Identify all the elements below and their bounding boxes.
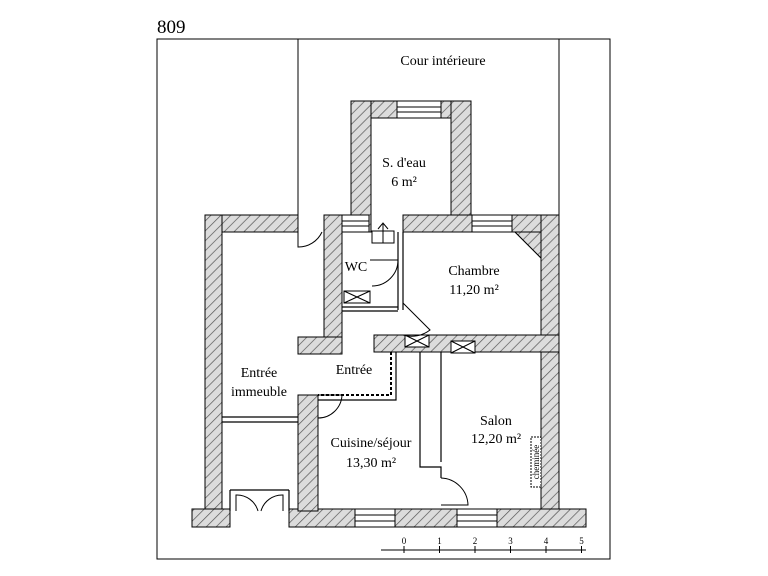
label-entree: Entrée xyxy=(336,363,373,378)
walls xyxy=(191,100,587,528)
scale-tick-label: 3 xyxy=(508,536,513,546)
label-chambre: Chambre xyxy=(448,264,499,279)
wall-bottom-mid xyxy=(288,508,356,528)
courtyard-outline xyxy=(297,39,560,215)
drawing-frame xyxy=(156,38,611,560)
scale-tick-label: 5 xyxy=(579,536,584,546)
window-cuisine xyxy=(354,508,396,528)
label-entree-immeuble-1: Entrée xyxy=(241,366,278,381)
door-main-right xyxy=(260,494,284,512)
area-salon: 12,20 m² xyxy=(471,432,521,447)
window-salon xyxy=(456,508,498,528)
wall-hall-step xyxy=(297,336,343,355)
wall-entry-column xyxy=(297,394,319,512)
wall-bottom-mid2 xyxy=(394,508,458,528)
door-hall xyxy=(317,394,343,419)
chambre-corner-wall xyxy=(513,231,542,260)
window-chambre xyxy=(471,214,513,233)
vent-salon xyxy=(450,340,476,354)
door-chambre xyxy=(402,302,431,337)
wall-sdeau-left xyxy=(350,100,372,233)
wall-sdeau-right xyxy=(450,100,472,233)
door-wc xyxy=(370,259,399,287)
label-cuisine: Cuisine/séjour xyxy=(331,436,412,451)
scale-tick-label: 2 xyxy=(473,536,478,546)
label-cour-interieure: Cour intérieure xyxy=(400,54,485,69)
doors xyxy=(235,215,469,512)
wall-bottom-right xyxy=(496,508,587,528)
vent-chambre xyxy=(404,334,430,348)
wall-left xyxy=(204,214,223,512)
label-salon: Salon xyxy=(480,414,512,429)
label-cheminee: cheminée xyxy=(531,445,541,479)
vents xyxy=(343,290,476,354)
scale-tick-label: 0 xyxy=(402,536,407,546)
wall-wc-left xyxy=(323,214,343,338)
plan-number: 809 xyxy=(157,17,186,38)
scale-tick-label: 1 xyxy=(437,536,442,546)
scale-bar: 0 1 2 3 4 5 xyxy=(381,536,586,553)
area-chambre: 11,20 m² xyxy=(449,283,499,298)
wall-bottom-left xyxy=(191,508,231,528)
window-sdeau-bottom xyxy=(341,214,370,233)
label-sdeau: S. d'eau xyxy=(382,156,426,171)
wall-right xyxy=(540,214,560,512)
scale-tick-label: 4 xyxy=(544,536,549,546)
label-entree-immeuble-2: immeuble xyxy=(231,385,287,400)
door-salon xyxy=(440,477,469,506)
area-cuisine: 13,30 m² xyxy=(346,456,396,471)
window-sdeau xyxy=(396,100,442,119)
windows xyxy=(341,100,513,528)
label-wc: WC xyxy=(345,260,368,275)
door-main-left xyxy=(235,494,259,512)
area-sdeau: 6 m² xyxy=(391,175,417,190)
door-entree-immeuble xyxy=(297,215,323,248)
vent-wc xyxy=(343,290,371,304)
fireplace-box xyxy=(530,436,542,488)
